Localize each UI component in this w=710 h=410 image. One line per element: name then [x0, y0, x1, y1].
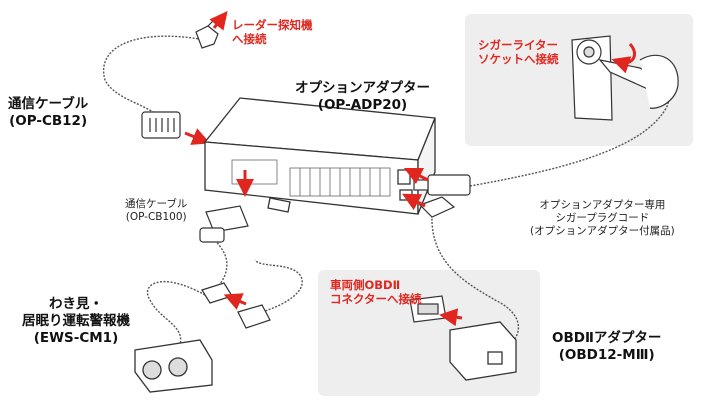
cigar-socket-label: シガーライター ソケットへ接続: [478, 38, 559, 67]
comm-cable2-label-line1: 通信ケーブル: [125, 198, 188, 210]
plug-cord-label: オプションアダプター専用 シガープラグコード (オプションアダプター付属品): [530, 199, 675, 238]
cigar-lighter-illustration: [571, 35, 679, 121]
obd-connector-label-line2: コネクターへ接続: [330, 292, 422, 307]
camera-label-line2: 居眠り運転警報機: [22, 312, 130, 329]
camera-cable-connector-a: [201, 282, 233, 304]
obd-connector-label: 車両側OBDⅡ コネクターへ接続: [330, 278, 422, 307]
op-cb100-connector: [199, 205, 249, 243]
arrow-to-radar: [209, 10, 228, 31]
radar-label: レーダー探知機 へ接続: [232, 18, 313, 47]
obd-adapter-label-line2: (OBD12-MⅢ): [558, 346, 655, 363]
camera-label-line1: わき見・: [49, 296, 103, 312]
comm-cable2-label-line2: (OP-CB100): [125, 211, 187, 224]
arrow-to-adapter-left: [184, 128, 211, 145]
obd-cable-line: [431, 214, 520, 346]
obd-adapter: [449, 321, 517, 381]
radar-label-line1: レーダー探知機: [232, 18, 313, 32]
plug-cord-label-line1: オプションアダプター専用: [539, 199, 666, 211]
plug-cord-label-line3: (オプションアダプター付属品): [530, 225, 675, 238]
arrow-rotate: [611, 42, 636, 74]
comm-cable-label: 通信ケーブル (OP-CB12): [8, 96, 88, 130]
plug-cord-label-line2: シガープラグコード: [555, 212, 650, 225]
arrow-obd-adapter-to-port: [439, 308, 463, 327]
camera-cable-connector-b: [237, 304, 271, 329]
obd-connector-label-line1: 車両側OBDⅡ: [330, 278, 401, 292]
cb100-cable-line-2: [254, 259, 303, 313]
camera-label-line3: (EWS-CM1): [33, 329, 119, 346]
obd-cable-connector: [418, 196, 456, 218]
adapter-box: [203, 97, 436, 215]
arrow-camera-connect: [223, 293, 247, 310]
camera-cable-line: [146, 280, 206, 346]
comm-cable-label-line1: 通信ケーブル: [8, 96, 89, 112]
cigar-socket-label-line2: ソケットへ接続: [478, 52, 559, 67]
arrow-obd-to-adapter: [402, 193, 426, 211]
arrow-plug-to-adapter: [403, 167, 429, 185]
comm-cable-label-line2: (OP-CB12): [9, 112, 88, 129]
obd-adapter-label-line1: OBDⅡアダプター: [552, 330, 662, 346]
option-adapter-label: オプションアダプター (OP-ADP20): [295, 80, 430, 114]
obd-adapter-label: OBDⅡアダプター (OBD12-MⅢ): [552, 330, 661, 364]
camera-label: わき見・ 居眠り運転警報機 (EWS-CM1): [22, 296, 130, 347]
comm-cable2-label: 通信ケーブル (OP-CB100): [125, 198, 187, 224]
option-adapter-label-line2: (OP-ADP20): [317, 96, 408, 113]
op-cb12-connector: [141, 111, 181, 139]
cable-to-radar: [102, 35, 206, 119]
radar-label-line2: へ接続: [232, 32, 267, 47]
plug-cord-connector: [413, 174, 471, 196]
cigar-socket-label-line1: シガーライター: [478, 38, 559, 52]
option-adapter-label-line1: オプションアダプター: [295, 80, 430, 96]
camera-unit: [134, 339, 213, 393]
